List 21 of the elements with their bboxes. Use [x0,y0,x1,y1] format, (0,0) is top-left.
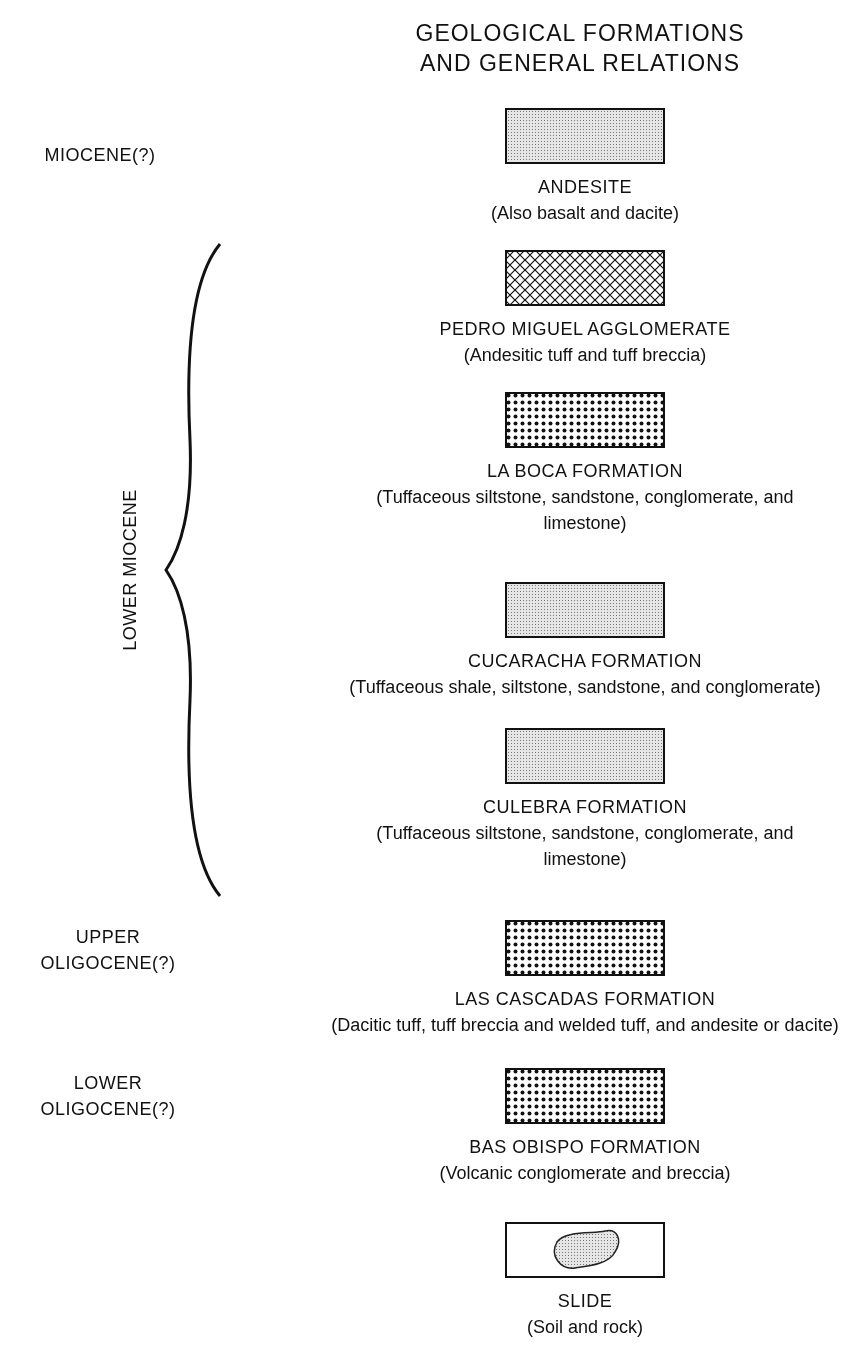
age-label: LOWER OLIGOCENE(?) [39,1072,177,1121]
formation-description: (Tuffaceous shale, siltstone, sandstone, and conglomerate) [349,676,821,699]
formation-description: (Tuffaceous siltstone, sandstone, conglomerate, and limestone) [375,822,795,871]
age-label: LOWER MIOCENE [119,488,141,653]
age-label: UPPER OLIGOCENE(?) [39,926,177,975]
formation-description: (Andesitic tuff and tuff breccia) [463,344,707,367]
formation-name: ANDESITE [538,176,632,199]
formation-description: (Dacitic tuff, tuff breccia and welded tuff, and andesite or dacite) [331,1014,839,1037]
diagram-title: GEOLOGICAL FORMATIONS AND GENERAL RELATIONS [414,19,746,78]
formation-name: PEDRO MIGUEL AGGLOMERATE [439,318,731,341]
formation-description: (Volcanic conglomerate and breccia) [439,1162,731,1185]
formation-name: CULEBRA FORMATION [482,796,688,819]
formation-description: (Also basalt and dacite) [490,202,680,225]
age-label: MIOCENE(?) [43,144,157,167]
formation-name: LA BOCA FORMATION [486,460,684,483]
formation-name: CUCARACHA FORMATION [467,650,703,673]
formation-name: SLIDE [557,1290,613,1313]
formation-description: (Tuffaceous siltstone, sandstone, conglomerate, and limestone) [375,486,795,535]
formation-name: LAS CASCADAS FORMATION [454,988,716,1011]
formation-name: BAS OBISPO FORMATION [469,1136,701,1159]
formation-description: (Soil and rock) [526,1316,643,1339]
